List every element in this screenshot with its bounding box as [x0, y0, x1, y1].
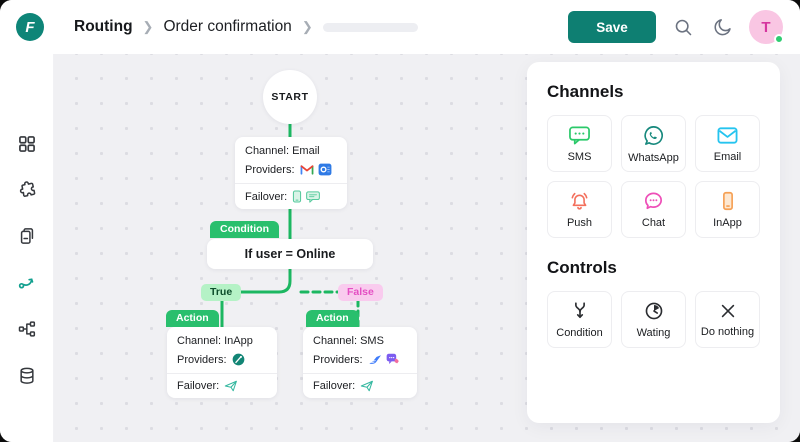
- breadcrumb-flow-name[interactable]: Order confirmation: [163, 18, 292, 35]
- sms-action-node[interactable]: Channel: SMS Providers: Failover:: [303, 327, 417, 398]
- channel-card-email[interactable]: Email: [695, 115, 760, 172]
- channels-grid: SMS WhatsApp Email Push Chat InApp: [547, 115, 760, 238]
- onesignal-icon: [232, 353, 244, 366]
- channel-label: Email: [713, 150, 742, 163]
- bird-icon: [368, 354, 381, 364]
- sidebar: [0, 54, 54, 442]
- providers-row: Providers:: [177, 353, 267, 366]
- channel-card-inapp[interactable]: InApp: [695, 181, 760, 238]
- chat-icon: [306, 190, 321, 203]
- start-label: START: [271, 91, 309, 103]
- control-label: Condition: [556, 327, 603, 339]
- sms-bubble-icon: [569, 126, 590, 144]
- providers-label: Providers:: [245, 163, 295, 176]
- save-button[interactable]: Save: [568, 11, 656, 43]
- palette-panel: Channels SMS WhatsApp Email Push Chat: [527, 62, 780, 423]
- channels-title: Channels: [547, 82, 624, 101]
- failover-row: Failover:: [313, 380, 407, 392]
- database-icon[interactable]: [17, 366, 37, 386]
- send-plane-icon: [360, 380, 374, 392]
- hierarchy-icon[interactable]: [17, 319, 37, 339]
- chat-bubble-icon: [644, 192, 663, 210]
- control-card-waiting[interactable]: Wating: [621, 291, 686, 348]
- outlook-icon: [318, 163, 331, 176]
- failover-label: Failover:: [313, 380, 356, 392]
- x-icon: [721, 304, 734, 318]
- online-status-dot: [774, 34, 784, 44]
- failover-row: Failover:: [177, 380, 267, 392]
- action-tag-inapp[interactable]: Action: [166, 310, 219, 327]
- header-actions: Save T: [568, 10, 784, 44]
- start-node[interactable]: START: [263, 70, 317, 124]
- controls-title: Controls: [547, 258, 617, 277]
- dashboard-grid-icon[interactable]: [17, 134, 37, 154]
- action-tag-sms[interactable]: Action: [306, 310, 359, 327]
- header: F Routing ❯ Order confirmation ❯ Save T: [0, 0, 800, 54]
- channel-row: Channel: SMS: [313, 335, 384, 347]
- channel-label: WhatsApp: [628, 151, 679, 164]
- providers-row: Providers:: [313, 353, 407, 366]
- clock-icon: [645, 302, 662, 320]
- avatar[interactable]: T: [749, 10, 784, 44]
- channel-card-push[interactable]: Push: [547, 181, 612, 238]
- false-branch-label: False: [338, 284, 383, 301]
- channel-card-whatsapp[interactable]: WhatsApp: [621, 115, 686, 172]
- branch-icon: [574, 302, 585, 319]
- channel-row: Channel: Email: [245, 145, 320, 157]
- envelope-icon: [717, 126, 738, 144]
- avatar-initial: T: [761, 18, 771, 36]
- app-logo[interactable]: F: [16, 13, 44, 41]
- channel-label: InApp: [713, 217, 742, 229]
- channel-card-sms[interactable]: SMS: [547, 115, 612, 172]
- channel-label: SMS: [567, 150, 592, 163]
- whatsapp-icon: [644, 125, 663, 145]
- channel-row: Channel: InApp: [177, 335, 253, 347]
- control-card-condition[interactable]: Condition: [547, 291, 612, 348]
- providers-row: Providers:: [245, 163, 337, 176]
- chevron-right-icon: ❯: [301, 19, 313, 34]
- moon-dark-mode-icon[interactable]: [710, 15, 734, 39]
- control-label: Do nothing: [700, 326, 755, 338]
- phone-icon: [722, 191, 733, 211]
- breadcrumb-loading-skeleton: [322, 22, 418, 32]
- purple-chat-icon: [386, 353, 399, 364]
- controls-grid: Condition Wating Do nothing: [547, 291, 760, 348]
- node-divider: [303, 373, 417, 374]
- condition-node[interactable]: If user = Online: [207, 239, 373, 269]
- true-branch-label: True: [201, 284, 242, 301]
- providers-label: Providers:: [177, 353, 227, 366]
- send-plane-icon: [224, 380, 238, 392]
- breadcrumb: Routing ❯ Order confirmation ❯: [74, 18, 418, 36]
- bell-icon: [571, 192, 588, 210]
- logo-letter: F: [25, 18, 35, 36]
- routing-icon[interactable]: [17, 272, 37, 292]
- condition-tag[interactable]: Condition: [210, 221, 279, 238]
- failover-label: Failover:: [245, 190, 288, 203]
- documents-icon[interactable]: [17, 226, 37, 246]
- channel-label: Push: [566, 217, 593, 229]
- phone-icon: [293, 190, 302, 203]
- failover-label: Failover:: [177, 380, 220, 392]
- control-card-do-nothing[interactable]: Do nothing: [695, 291, 760, 348]
- failover-row: Failover:: [245, 190, 337, 203]
- channel-card-chat[interactable]: Chat: [621, 181, 686, 238]
- control-label: Wating: [636, 327, 671, 339]
- search-icon[interactable]: [671, 15, 695, 39]
- node-divider: [167, 373, 277, 374]
- email-channel-node[interactable]: Channel: Email Providers: Failover:: [235, 137, 347, 209]
- condition-expression: If user = Online: [244, 247, 336, 261]
- breadcrumb-routing[interactable]: Routing: [74, 18, 133, 35]
- gmail-icon: [300, 164, 313, 175]
- channel-label: Chat: [641, 217, 666, 229]
- inapp-action-node[interactable]: Channel: InApp Providers: Failover:: [167, 327, 277, 398]
- chevron-right-icon: ❯: [142, 19, 154, 34]
- integrations-puzzle-icon[interactable]: [17, 180, 37, 200]
- providers-label: Providers:: [313, 353, 363, 366]
